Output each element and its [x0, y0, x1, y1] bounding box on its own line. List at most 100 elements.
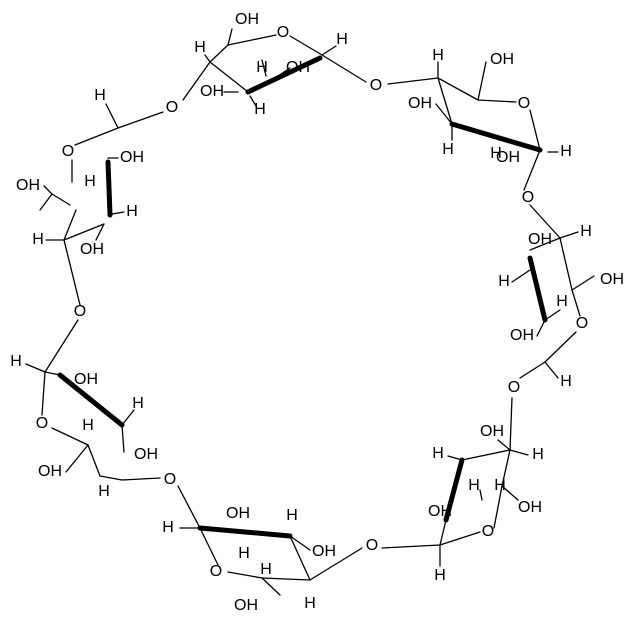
hydroxyl-label: OH: [38, 463, 62, 480]
bold-bond: [197, 525, 293, 539]
bond-line: [439, 519, 447, 546]
bond-line: [321, 54, 367, 83]
bold-bond: [449, 121, 543, 153]
hydroxyl-label: OH: [16, 177, 40, 194]
hydrogen-label: H: [238, 545, 250, 562]
bold-bond: [443, 457, 465, 523]
bond-line: [571, 289, 581, 317]
hydrogen-label: H: [556, 293, 568, 310]
oxygen-label: O: [370, 77, 382, 94]
bold-bond: [105, 159, 113, 218]
oxygen-label: O: [166, 99, 178, 116]
hydroxyl-label: OH: [120, 149, 144, 166]
hydrogen-label: H: [532, 446, 544, 463]
bold-bond: [245, 55, 323, 95]
bond-line: [121, 477, 161, 481]
bond-line: [544, 331, 577, 363]
bond-line: [544, 361, 559, 379]
bond-line: [289, 535, 311, 551]
bond-line: [529, 237, 561, 251]
bond-line: [25, 363, 46, 373]
bond-line: [51, 193, 71, 206]
bond-line: [227, 571, 263, 579]
hydrogen-label: H: [10, 353, 22, 370]
hydrogen-label: H: [490, 145, 502, 162]
bond-line: [536, 319, 546, 337]
bond-line: [39, 193, 53, 211]
bond-line: [571, 275, 595, 291]
bond-line: [559, 231, 579, 239]
bond-line: [227, 34, 277, 46]
bond-line: [519, 361, 546, 379]
hydrogen-label: H: [94, 87, 106, 104]
bond-line: [227, 28, 233, 46]
oxygen-label: O: [74, 303, 86, 320]
oxygen-label: O: [210, 563, 222, 580]
bond-line: [435, 103, 453, 125]
bond-line: [41, 371, 46, 416]
bond-line: [249, 95, 257, 107]
hydroxyl-label: OH: [312, 543, 336, 560]
bond-line: [501, 485, 519, 501]
bond-line: [87, 444, 101, 477]
bond-line: [74, 127, 119, 146]
hydroxyl-label: OH: [490, 51, 514, 68]
hydrogen-label: H: [304, 595, 316, 612]
bond-line: [509, 449, 529, 456]
hydrogen-label: H: [434, 567, 446, 584]
bond-line: [121, 409, 135, 426]
hydrogen-label: H: [560, 143, 572, 160]
hydrogen-label: H: [260, 561, 272, 578]
bond-line: [105, 103, 119, 129]
bold-bond: [57, 372, 125, 428]
hydrogen-label: H: [286, 507, 298, 524]
hydrogen-label: H: [494, 477, 506, 494]
bond-line: [65, 444, 89, 473]
bond-line: [95, 223, 105, 241]
bond-line: [63, 223, 105, 241]
hydrogen-label: H: [432, 47, 444, 64]
bond-line: [439, 531, 481, 546]
bond-line: [43, 185, 53, 195]
hydroxyl-label: OH: [428, 503, 452, 520]
bond-line: [51, 427, 89, 446]
hydrogen-label: H: [442, 141, 454, 158]
bond-line: [477, 61, 487, 101]
bond-line: [529, 204, 561, 239]
oxygen-label: O: [518, 95, 530, 112]
bond-line: [381, 544, 441, 549]
hydroxyl-label: OH: [286, 59, 310, 76]
bond-line: [63, 239, 81, 306]
hydrogen-label: H: [560, 373, 572, 390]
bond-line: [117, 111, 164, 129]
oxygen-label: O: [366, 537, 378, 554]
bond-line: [199, 527, 219, 566]
bond-line: [204, 54, 211, 63]
bond-line: [387, 77, 439, 85]
hydrogen-label: H: [256, 59, 268, 76]
bond-line: [277, 67, 291, 77]
bond-line: [509, 397, 513, 451]
hydrogen-label: H: [126, 203, 138, 220]
hydrogen-label: H: [132, 395, 144, 412]
bond-line: [523, 149, 541, 191]
hydroxyl-label: OH: [74, 371, 98, 388]
bond-line: [477, 99, 517, 103]
bond-line: [44, 371, 61, 376]
bond-line: [177, 485, 201, 529]
hydroxyl-label: OH: [200, 83, 224, 100]
bond-line: [501, 449, 511, 487]
hydrogen-label: H: [580, 223, 592, 240]
hydrogen-label: H: [468, 477, 480, 494]
bond-line: [437, 77, 453, 125]
hydroxyl-label: OH: [226, 505, 250, 522]
bond-line: [493, 485, 503, 529]
hydrogen-label: H: [254, 101, 266, 118]
oxygen-label: O: [277, 24, 289, 41]
bond-line: [479, 489, 483, 501]
hydroxyl-label: OH: [134, 446, 158, 463]
hydrogen-label: H: [98, 483, 110, 500]
hydroxyl-label: OH: [408, 95, 432, 112]
bond-line: [99, 475, 123, 481]
